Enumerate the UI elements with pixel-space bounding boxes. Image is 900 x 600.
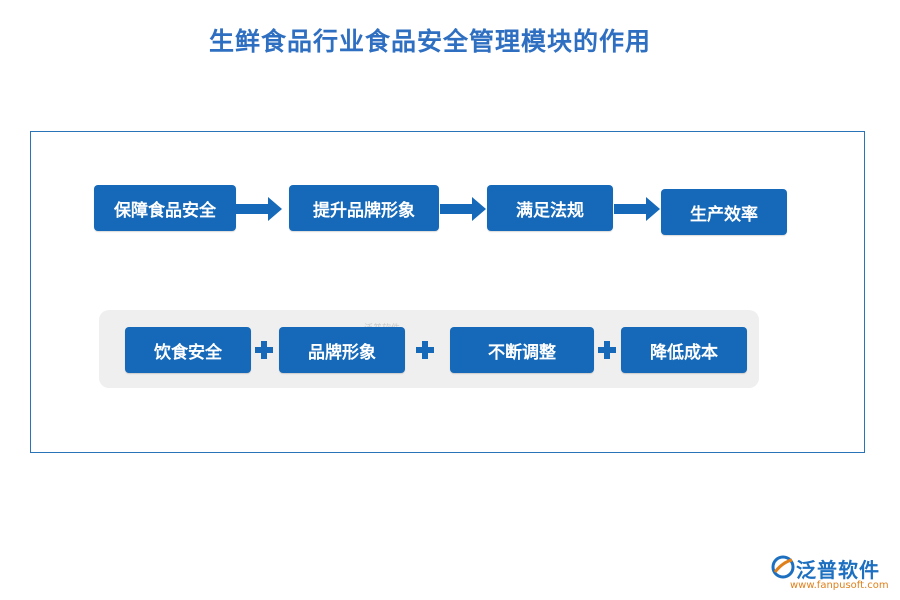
flow-box-compliance: 满足法规 — [487, 185, 613, 231]
combo-box-reduce-cost: 降低成本 — [621, 327, 747, 373]
combo-box-continuous-adjust: 不断调整 — [450, 327, 594, 373]
combo-box-brand-image: 品牌形象 — [279, 327, 405, 373]
arrow-right-icon — [236, 197, 282, 221]
plus-icon — [598, 341, 616, 359]
plus-icon — [255, 341, 273, 359]
arrow-right-icon — [440, 197, 486, 221]
flow-box-food-safety: 保障食品安全 — [94, 185, 236, 231]
logo-name: 泛普软件 — [796, 558, 880, 582]
logo-url: www.fanpusoft.com — [790, 580, 889, 591]
fanpu-logo-icon — [771, 555, 795, 579]
brand-logo: 泛普软件 www.fanpusoft.com — [770, 552, 895, 596]
page-title: 生鲜食品行业食品安全管理模块的作用 — [208, 27, 651, 56]
combo-box-diet-safety: 饮食安全 — [125, 327, 251, 373]
plus-icon — [416, 341, 434, 359]
flow-box-brand-image: 提升品牌形象 — [289, 185, 439, 231]
arrow-right-icon — [614, 197, 660, 221]
diagram-frame — [30, 131, 865, 453]
flow-box-efficiency: 生产效率 — [661, 189, 787, 235]
